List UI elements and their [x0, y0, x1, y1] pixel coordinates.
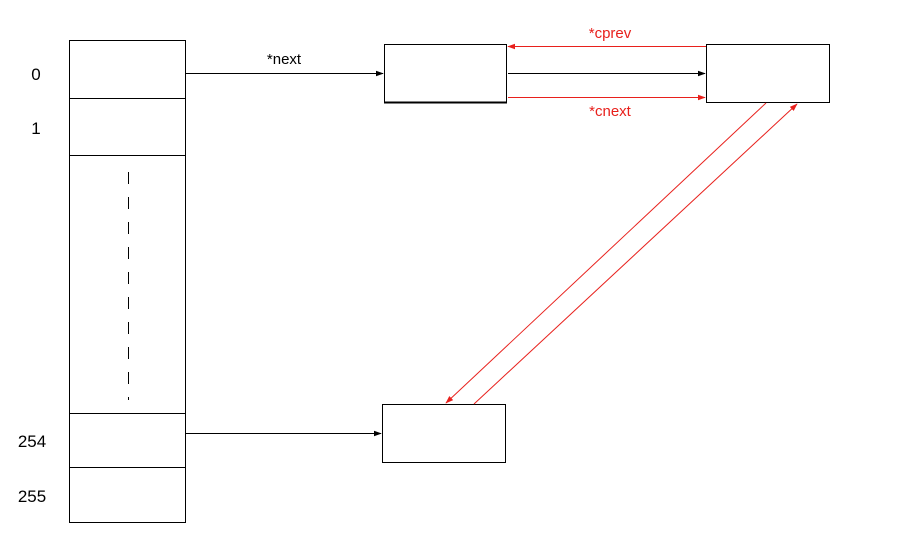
hash-array: [69, 40, 186, 523]
cprev-label: *cprev: [589, 25, 632, 42]
index-label-1: 1: [31, 119, 40, 138]
cnext-arrow-diagonal: [473, 103, 798, 405]
index-label-0: 0: [31, 65, 40, 84]
cprev-arrow-diagonal: [445, 102, 767, 404]
index-label-254: 254: [18, 432, 46, 451]
cnext-label: *cnext: [589, 103, 632, 120]
index-label-255: 255: [18, 487, 46, 506]
node-bucket-254: [382, 404, 506, 463]
next-label: *next: [267, 51, 302, 68]
node-second: [706, 44, 830, 103]
hash-array-outline: [69, 40, 186, 523]
node-first: [384, 44, 507, 103]
